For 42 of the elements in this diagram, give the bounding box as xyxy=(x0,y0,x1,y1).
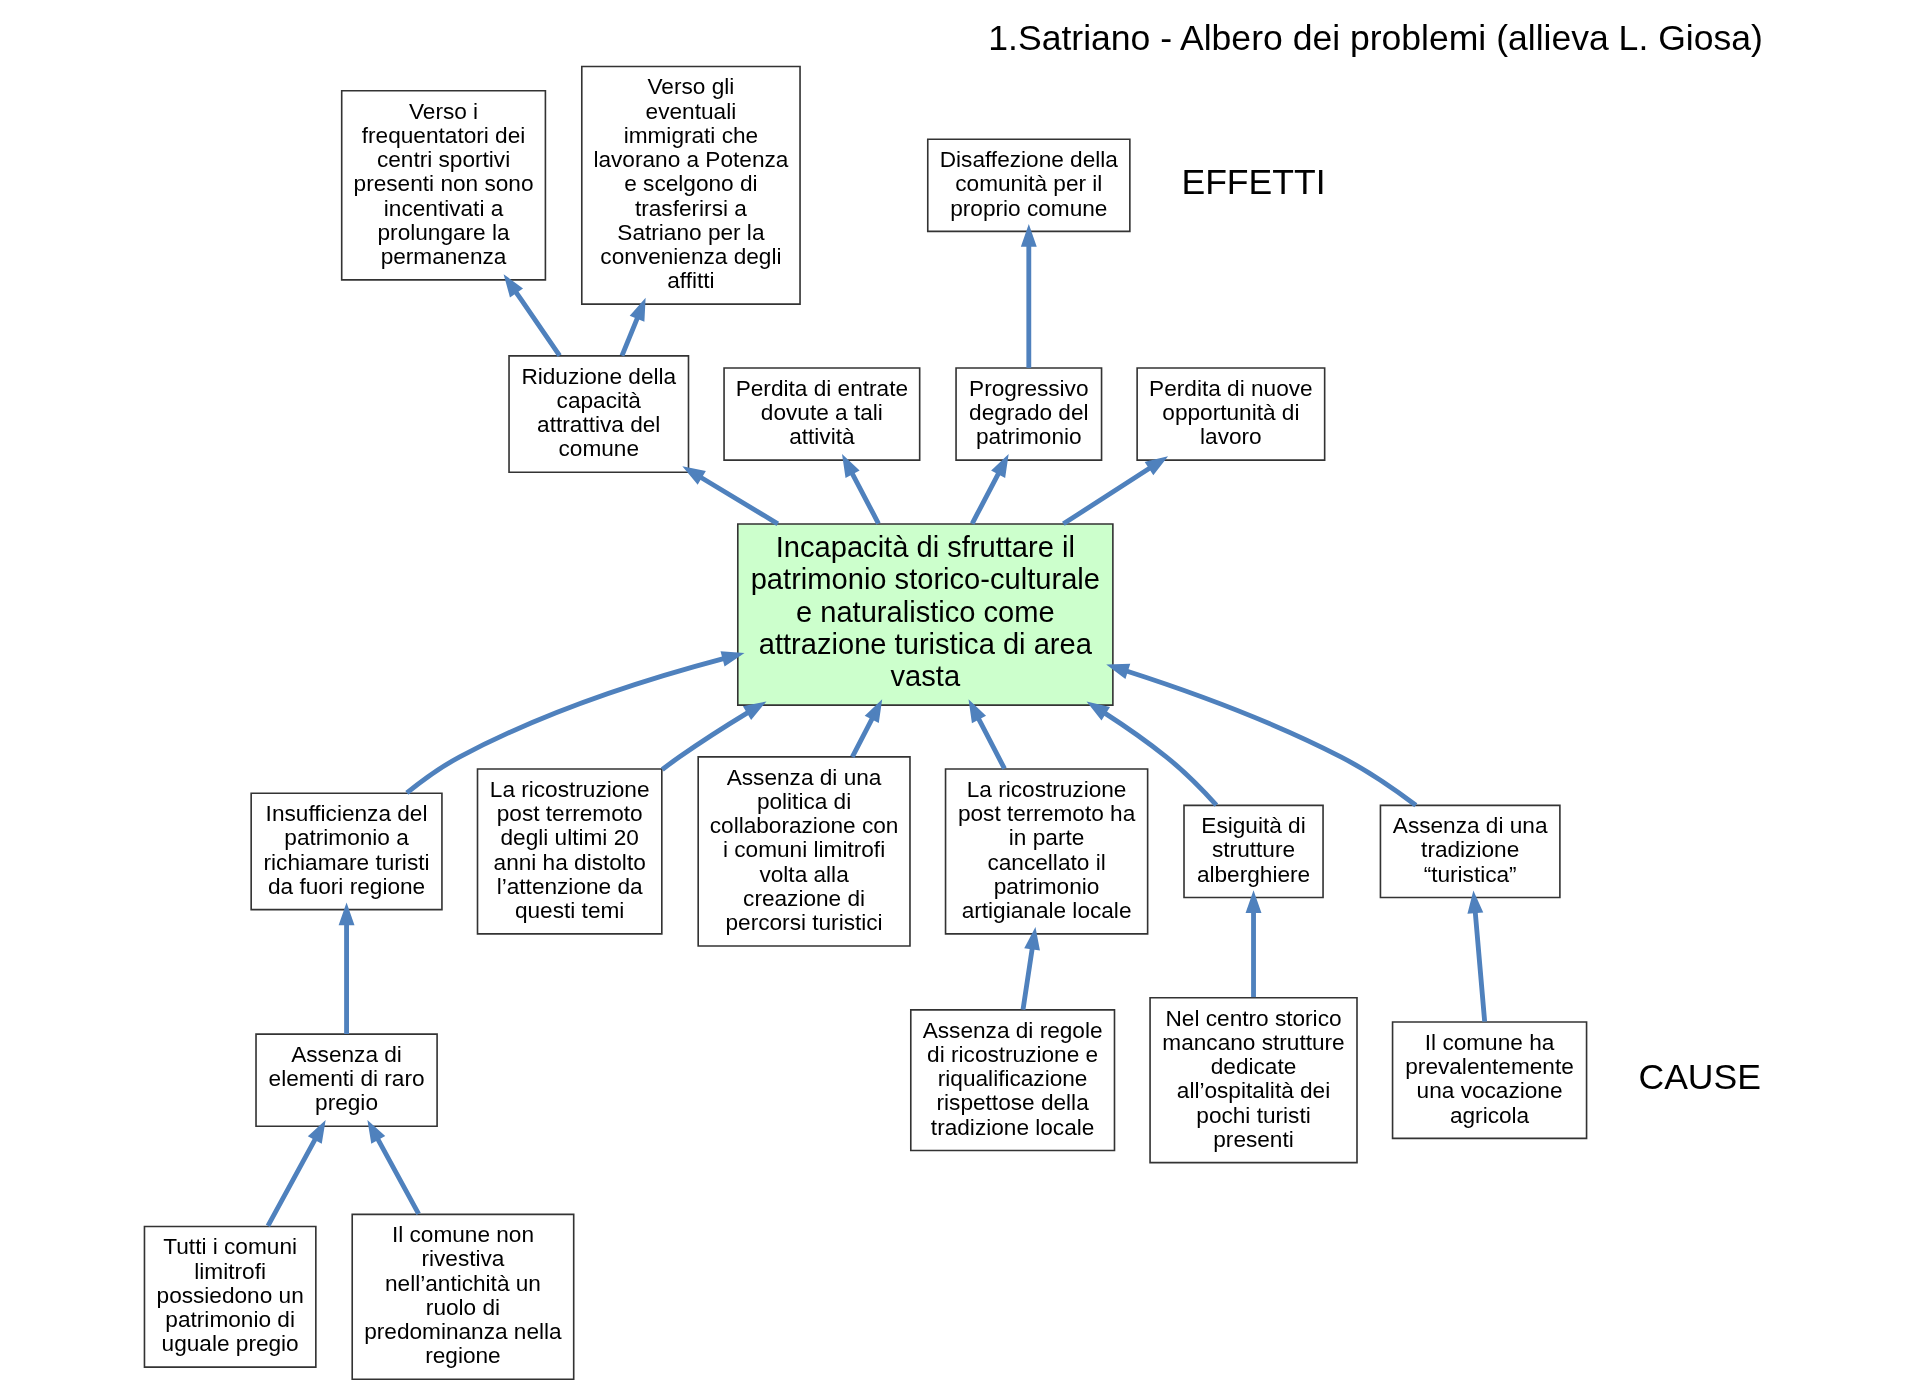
arrow xyxy=(1245,890,1261,998)
node-box: Verso i frequentatori dei centri sportivi presenti non sono incentivati a prolungare la permanenza xyxy=(340,89,546,281)
arrow xyxy=(619,297,646,357)
arrow xyxy=(968,699,1007,770)
node-box: Progressivo degrado del patrimonio xyxy=(954,367,1102,461)
arrow xyxy=(660,701,766,772)
node-box: Il comune non rivestiva nell’antichità un ruolo di predominanza nella regione xyxy=(350,1213,574,1381)
arrow xyxy=(849,699,882,758)
node-box: Assenza di elementi di raro pregio xyxy=(254,1033,438,1128)
arrow xyxy=(1020,224,1037,368)
arrow xyxy=(1466,890,1487,1022)
node-box: Assenza di una politica di collaborazione con i comuni limitrofi volta alla creazione di percorsi turistici xyxy=(696,756,911,947)
node-box: Nel centro storico mancano strutture dedicate all’ospitalità dei pochi turisti presenti xyxy=(1148,996,1358,1164)
node-box: Riduzione della capacità attrattiva del comune xyxy=(507,355,689,474)
label: CAUSE xyxy=(1638,1057,1761,1098)
arrow xyxy=(681,466,779,526)
arrow xyxy=(1061,456,1168,526)
node-box: Assenza di una tradizione “turistica” xyxy=(1379,804,1561,899)
label: EFFETTI xyxy=(1180,162,1326,203)
arrow xyxy=(265,1120,326,1228)
node-box: Verso gli eventuali immigrati che lavorano a Potenza e scelgono di trasferirsi a Satriano per la convenienza degli affitti xyxy=(580,65,801,305)
node-box: La ricostruzione post terremoto ha in parte cancellato il patrimonio artigianale locale xyxy=(944,768,1148,935)
node-box: Perdita di nuove opportunità di lavoro xyxy=(1135,367,1325,461)
arrow xyxy=(503,274,562,357)
node-box: Disaffezione della comunità per il proprio comune xyxy=(926,138,1131,233)
arrow xyxy=(338,902,354,1034)
diagram-title: 1.Satriano - Albero dei problemi (allieva L. Giosa) xyxy=(987,17,1763,58)
node-box: Assenza di regole di ricostruzione e riqualificazione rispettose della tradizione locale xyxy=(909,1009,1115,1152)
node-box: Incapacità di sfruttare il patrimonio storico-culturale e naturalistico come attrazione turistica di area vasta xyxy=(736,523,1114,706)
node-box: Insufficienza del patrimonio a richiamare turisti da fuori regione xyxy=(249,792,443,911)
arrow xyxy=(1020,926,1040,1011)
arrow xyxy=(1086,701,1218,807)
node-box: Esiguità di strutture alberghiere xyxy=(1182,804,1324,899)
node-box: Tutti i comuni limitrofi possiedono un patrimonio di uguale pregio xyxy=(143,1225,317,1368)
arrow xyxy=(366,1119,421,1216)
node-box: La ricostruzione post terremoto degli ultimi 20 anni ha distolto l’attenzione da questi temi xyxy=(476,768,663,935)
arrow xyxy=(969,454,1009,525)
arrow xyxy=(841,454,881,525)
arrow xyxy=(1105,663,1417,808)
arrow xyxy=(404,651,744,795)
node-box: Il comune ha prevalentemente una vocazione agricola xyxy=(1391,1021,1587,1140)
node-box: Perdita di entrate dovute a tali attività xyxy=(722,367,920,461)
